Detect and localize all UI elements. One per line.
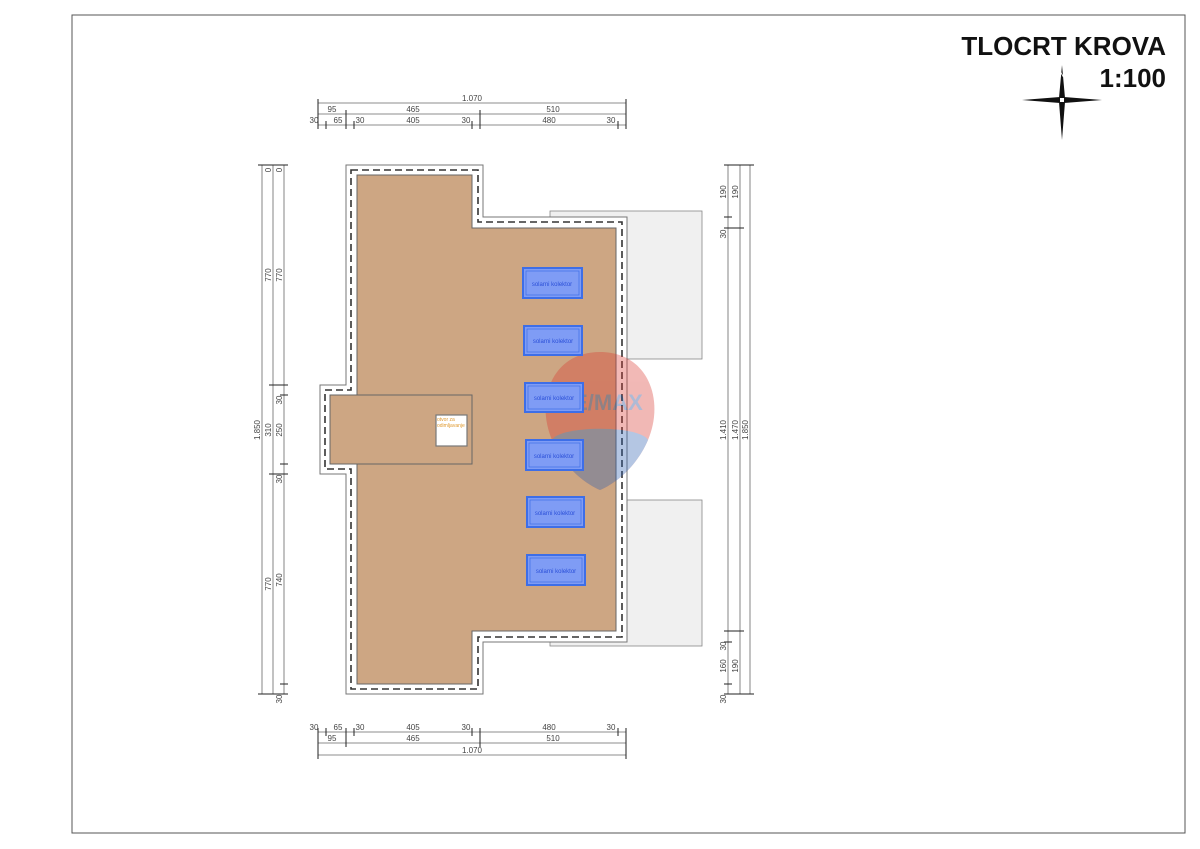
solar-collector: solarni kolektor <box>525 439 584 471</box>
collector-label: solarni kolektor <box>532 282 572 288</box>
dim-label: 30 <box>356 723 365 732</box>
dim-label: 0 <box>275 167 284 172</box>
collector-label: solarni kolektor <box>534 396 574 402</box>
dim-label: 250 <box>275 423 284 437</box>
dim-label: 95 <box>328 105 337 114</box>
dim-label: 190 <box>719 185 728 199</box>
dim-label: 770 <box>275 268 284 282</box>
dim-label: 1.850 <box>253 419 262 440</box>
smoke-opening-label-1: otvor za <box>437 417 455 423</box>
solar-collector: solarni kolektor <box>524 382 584 413</box>
drawing-title: TLOCRT KROVA <box>961 31 1166 61</box>
dim-label: 480 <box>542 116 556 125</box>
north-label: N <box>1059 72 1064 79</box>
collector-label: solarni kolektor <box>533 339 573 345</box>
dim-label: 30 <box>275 694 284 703</box>
dim-label: 1.850 <box>741 419 750 440</box>
dim-label: 510 <box>546 105 560 114</box>
dim-label: 770 <box>264 577 273 591</box>
dim-label: 190 <box>731 185 740 199</box>
dim-label: 30 <box>607 723 616 732</box>
drawing-scale: 1:100 <box>1100 63 1167 93</box>
dim-label: 190 <box>731 659 740 673</box>
sheet-frame <box>71 14 1186 834</box>
dim-label: 510 <box>546 734 560 743</box>
smoke-opening: otvor za odimljavanje <box>435 414 468 447</box>
dim-label: 30 <box>356 116 365 125</box>
dim-label: 30 <box>275 395 284 404</box>
dimensions-top: 1.070 95 465 510 30 65 30 405 30 480 30 <box>310 94 627 129</box>
dim-label: 65 <box>334 116 343 125</box>
dim-label: 740 <box>275 573 284 587</box>
smoke-opening-label-2: odimljavanje <box>437 423 465 429</box>
dim-label: 1.070 <box>462 746 483 755</box>
north-arrow-icon: N <box>1022 65 1102 140</box>
dim-label: 1.410 <box>719 419 728 440</box>
dim-label: 465 <box>406 105 420 114</box>
dim-label: 30 <box>719 229 728 238</box>
dim-label: 405 <box>406 116 420 125</box>
dim-label: 0 <box>264 167 273 172</box>
dim-label: 465 <box>406 734 420 743</box>
collector-label: solarni kolektor <box>536 569 576 575</box>
dim-label: 30 <box>310 116 319 125</box>
dim-label: 30 <box>719 641 728 650</box>
solar-collector: solarni kolektor <box>522 267 583 299</box>
dim-label: 30 <box>275 474 284 483</box>
dim-label: 30 <box>607 116 616 125</box>
solar-collector: solarni kolektor <box>526 554 586 586</box>
collector-label: solarni kolektor <box>534 454 574 460</box>
dim-label: 30 <box>462 116 471 125</box>
dim-label: 405 <box>406 723 420 732</box>
dim-label: 1.470 <box>731 419 740 440</box>
dim-label: 30 <box>719 694 728 703</box>
dim-label: 160 <box>719 659 728 673</box>
dim-label: 310 <box>264 423 273 437</box>
collector-label: solarni kolektor <box>535 511 575 517</box>
dim-label: 30 <box>310 723 319 732</box>
dim-label: 95 <box>328 734 337 743</box>
dim-label: 1.070 <box>462 94 483 103</box>
solar-collector: solarni kolektor <box>523 325 583 356</box>
dimensions-right: 190 30 1.410 30 160 30 190 1.470 190 1.8… <box>719 164 754 703</box>
solar-collector: solarni kolektor <box>526 496 585 528</box>
dim-label: 65 <box>334 723 343 732</box>
dimensions-bottom: 30 65 30 405 30 480 30 95 465 510 1.070 <box>310 723 627 759</box>
dim-label: 30 <box>462 723 471 732</box>
dim-label: 480 <box>542 723 556 732</box>
dim-label: 770 <box>264 268 273 282</box>
dimensions-left: 1.850 0 770 310 770 0 770 30 250 30 740 … <box>253 164 288 703</box>
